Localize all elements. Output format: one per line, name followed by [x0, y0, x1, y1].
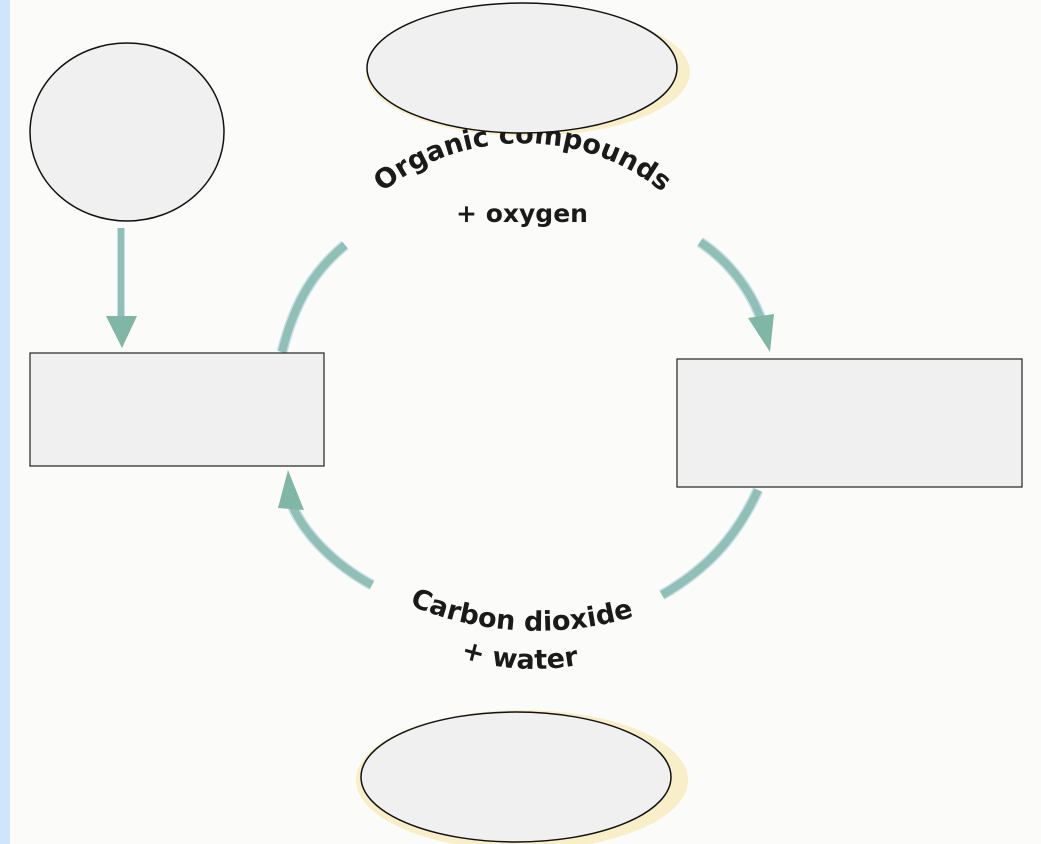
arrow-right-up-bottom — [659, 488, 762, 599]
bottom-arc-label: Carbon dioxide — [407, 583, 636, 638]
blank-box-right[interactable] — [676, 358, 1023, 488]
left-edge-stripe — [0, 0, 10, 844]
vertical-arrow-shaft — [118, 228, 124, 320]
cycle-arrows — [106, 228, 774, 600]
arrow-left-bottom-up — [288, 503, 374, 589]
arrowhead-right-box — [748, 314, 774, 352]
blank-ellipse-bottom[interactable] — [360, 711, 672, 843]
arrowhead-left-box — [278, 470, 304, 510]
blank-box-left[interactable] — [29, 352, 325, 467]
blank-ellipse-top[interactable] — [366, 2, 678, 134]
arrowhead-vertical — [106, 316, 137, 348]
arrow-left-up — [278, 241, 348, 353]
blank-circle-top-left[interactable] — [29, 42, 225, 222]
arrow-right-down — [697, 238, 766, 324]
top-arc-label-2: + oxygen — [456, 199, 588, 228]
bottom-arc-label-2: + water — [458, 635, 580, 676]
